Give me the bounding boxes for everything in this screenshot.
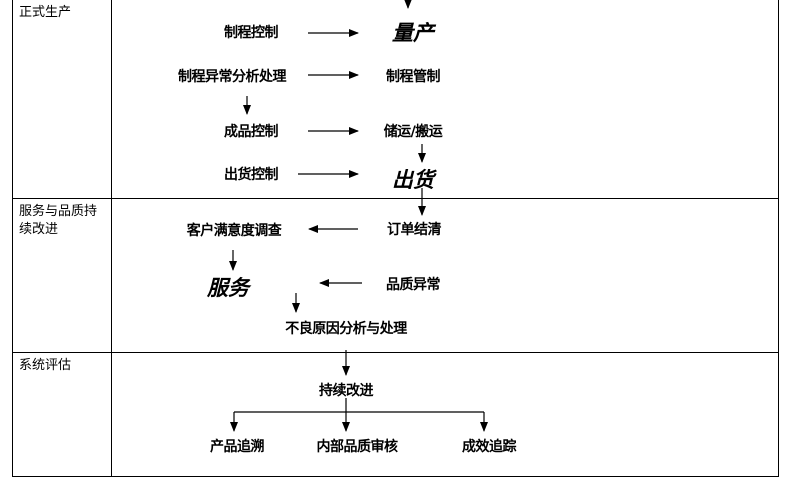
node-product-control: 成品控制: [224, 124, 279, 140]
node-storage-transport: 储运/搬运: [383, 124, 443, 140]
node-result-tracking: 成效追踪: [462, 439, 517, 455]
node-mass-production: 量产: [392, 20, 434, 45]
node-service: 服务: [207, 275, 249, 300]
node-shipping: 出货: [392, 167, 434, 192]
phase-label-production: 正式生产: [19, 5, 72, 20]
node-process-anomaly: 制程异常分析处理: [178, 69, 287, 85]
phase-label-service: 服务与品质持续改进: [19, 204, 98, 237]
node-process-control: 制程控制: [224, 25, 279, 41]
node-customer-survey: 客户满意度调查: [186, 223, 282, 239]
node-internal-audit: 内部品质审核: [316, 439, 399, 455]
node-quality-anomaly: 品质异常: [386, 277, 441, 293]
node-process-management: 制程管制: [386, 69, 441, 85]
node-order-settlement: 订单结清: [387, 222, 442, 238]
node-shipping-control: 出货控制: [224, 167, 279, 183]
node-continuous-improvement: 持续改进: [319, 383, 374, 399]
flow-cell-evaluation: [111, 352, 779, 477]
phase-label-evaluation: 系统评估: [19, 358, 72, 373]
node-defect-analysis: 不良原因分析与处理: [285, 321, 407, 337]
node-product-traceability: 产品追溯: [210, 439, 265, 455]
